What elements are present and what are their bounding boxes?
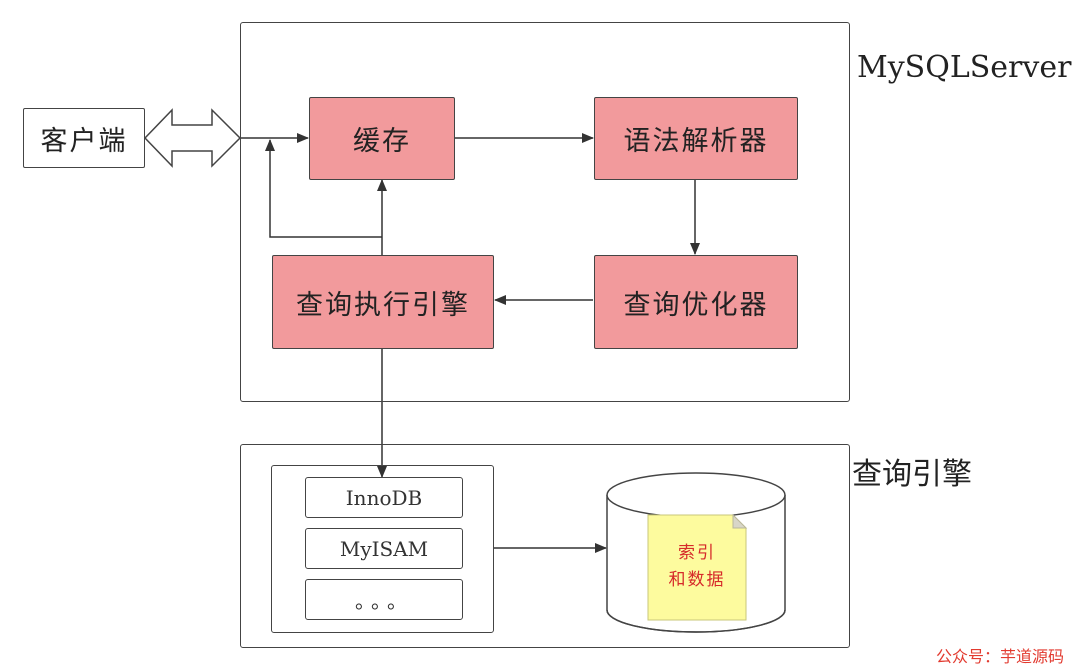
engine-more: 。。。: [305, 579, 463, 620]
arrow-executor-to-client: [265, 139, 382, 238]
mysql-server-frame: [240, 22, 850, 402]
cache-box: 缓存: [309, 97, 455, 180]
engine-list-group: [271, 465, 494, 633]
storage-engine-label: 查询引擎: [852, 457, 972, 492]
engine-myisam: MyISAM: [305, 528, 463, 569]
note-text: 索引 和数据: [648, 540, 746, 594]
client-box: 客户端: [23, 108, 145, 168]
storage-engine-frame: [240, 444, 850, 648]
parser-box: 语法解析器: [594, 97, 798, 180]
client-server-double-arrow: [143, 108, 242, 168]
executor-box: 查询执行引擎: [272, 255, 494, 349]
mysql-server-label: MySQLServer: [857, 50, 1072, 85]
note-line-2: 和数据: [668, 570, 726, 590]
cylinder-front-arc: [606, 609, 786, 633]
engine-innodb: InnoDB: [305, 477, 463, 518]
note-shape: [647, 513, 748, 621]
optimizer-box: 查询优化器: [594, 255, 798, 349]
note-line-1: 索引: [678, 543, 716, 563]
watermark: 公众号：芋道源码: [936, 647, 1065, 666]
